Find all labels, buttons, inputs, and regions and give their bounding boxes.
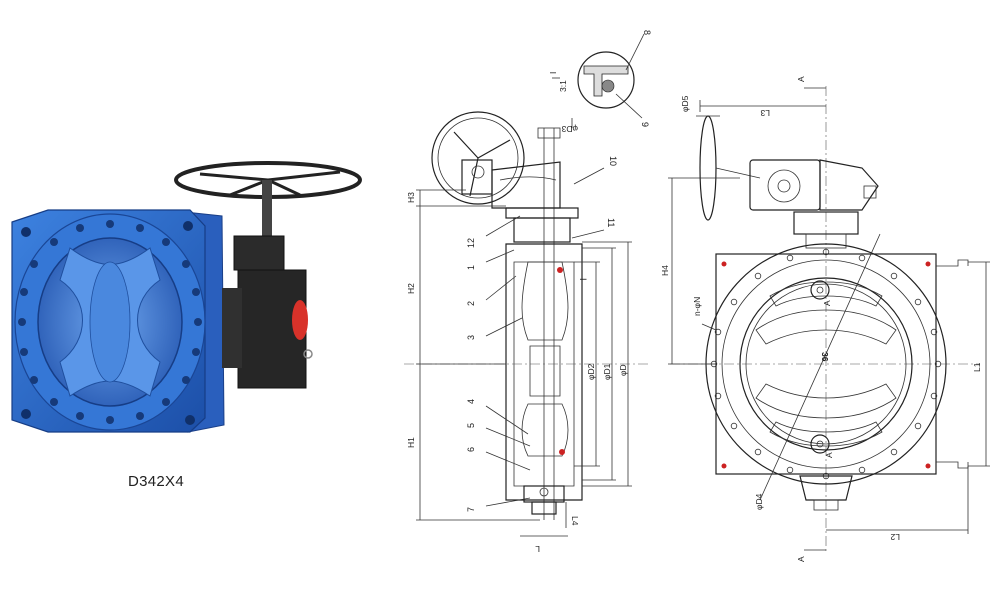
handwheel-icon: [174, 161, 362, 240]
section-mark-bottom-A: A: [796, 556, 806, 562]
dim-phiD3: φD3: [561, 124, 578, 134]
detail-part-9: 9: [640, 122, 650, 127]
part-3: 3: [466, 335, 476, 340]
front-center-label: 36: [820, 352, 830, 362]
gearbox-icon: [222, 235, 313, 389]
dim-phiD: φD: [618, 364, 628, 376]
section-mark-upper-boss-A: A: [822, 300, 832, 306]
valve-product-illustration: [11, 161, 362, 433]
dim-L4: L4: [570, 516, 580, 526]
part-11: 11: [606, 218, 616, 227]
dim-L: L: [535, 544, 540, 554]
dim-L2: L2: [890, 532, 900, 542]
part-4: 4: [466, 399, 476, 404]
section-view-drawing: H3 H2 H1 L4 L φD3 φD2 φD1 φD 12 1 2 3 4 …: [404, 111, 650, 554]
detail-scale: 3:1: [558, 80, 568, 92]
dim-phiD5: φD5: [680, 95, 690, 112]
part-5: 5: [466, 423, 476, 428]
dim-L1: L1: [972, 362, 982, 372]
dim-H4: H4: [660, 265, 670, 276]
part-7: 7: [466, 507, 476, 512]
section-mark-lower-boss-A: A: [824, 452, 834, 458]
dim-H3: H3: [406, 192, 416, 203]
part-1: 1: [466, 265, 476, 270]
part-6: 6: [466, 447, 476, 452]
model-caption: D342X4: [128, 473, 185, 490]
dim-phiD4: φD4: [754, 493, 764, 510]
dim-n-phiN: n-φN: [692, 297, 702, 316]
part-12: 12: [466, 238, 476, 248]
dim-L3: L3: [760, 108, 770, 118]
section-mark-top-A: A: [796, 76, 806, 82]
detail-view-I: 8 9 I 3:1: [548, 30, 652, 127]
front-view-drawing: L3 φD5 H4 n-φN L1 L2 φD4 A A A A 36: [660, 76, 990, 562]
detail-label: I: [548, 72, 558, 74]
dim-H2: H2: [406, 283, 416, 294]
part-I-mark: I: [578, 278, 588, 281]
dim-phiD1: φD1: [602, 363, 612, 380]
detail-part-8: 8: [642, 30, 652, 35]
dim-phiD2: φD2: [586, 363, 596, 380]
part-10: 10: [608, 156, 618, 166]
part-2: 2: [466, 301, 476, 306]
dim-H1: H1: [406, 437, 416, 448]
